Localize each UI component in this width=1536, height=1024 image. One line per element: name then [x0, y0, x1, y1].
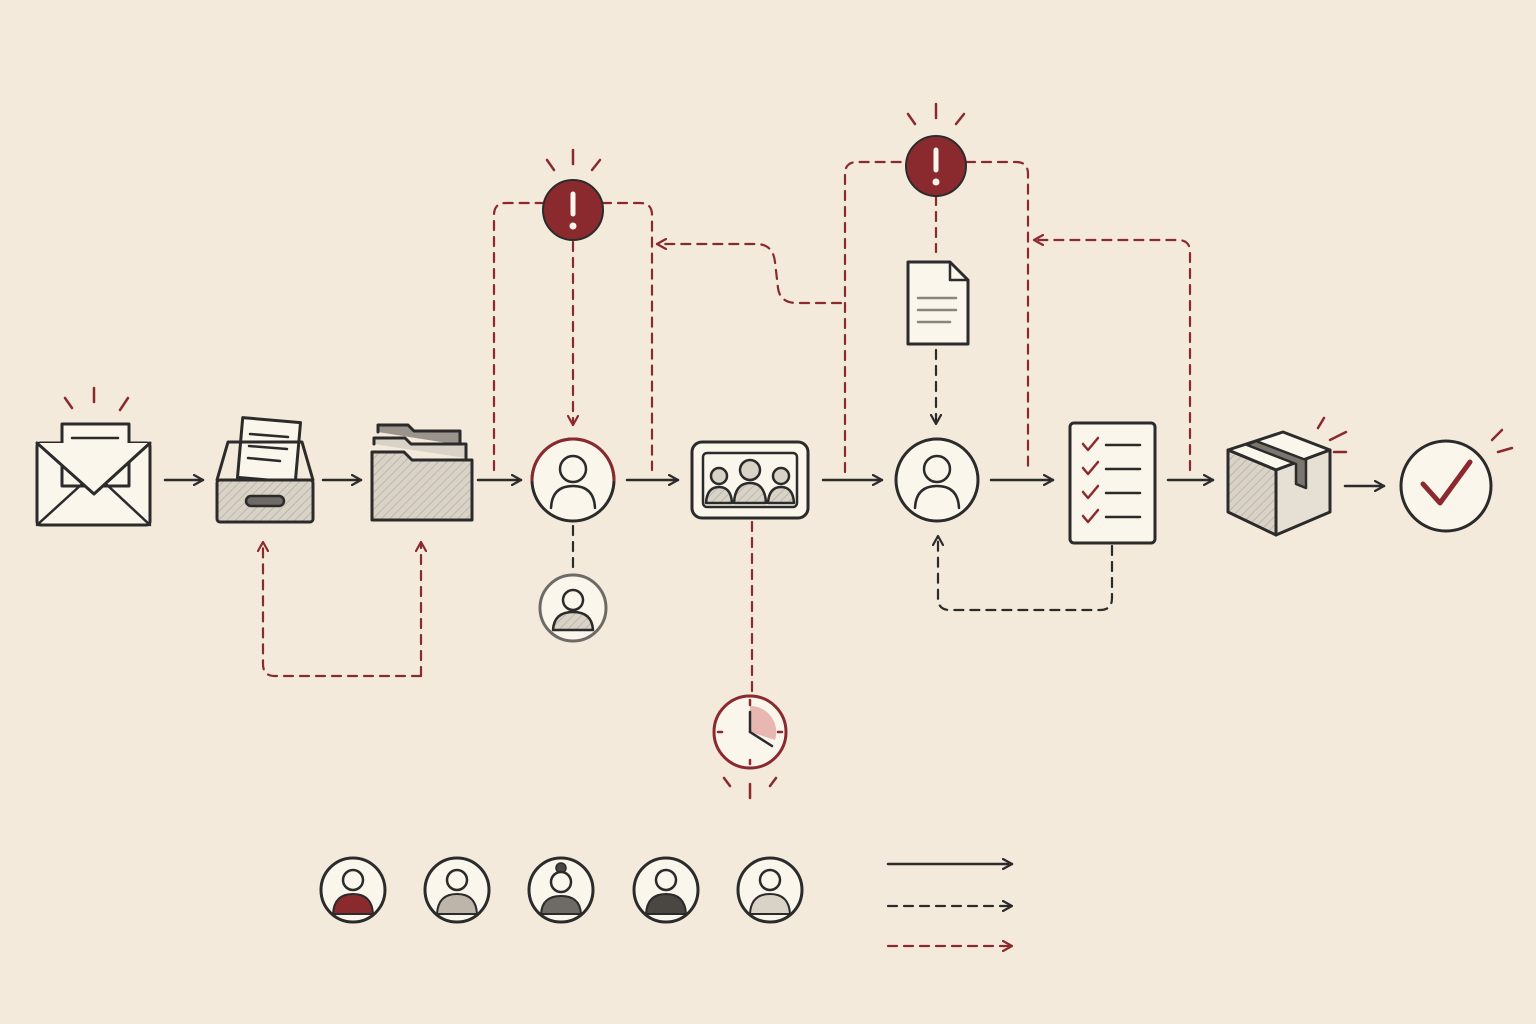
- black-dashed-connectors: [571, 348, 1114, 612]
- alert1-bracket: [492, 201, 544, 472]
- loop-back-alert1: [655, 244, 843, 305]
- checklist-icon: [1068, 421, 1157, 545]
- checkmark-icon: [1399, 428, 1514, 533]
- loop-package-alert2: [1032, 240, 1192, 472]
- reviewer-user-icon: [530, 437, 616, 523]
- user-dark-icon: [632, 856, 700, 924]
- approver-user-icon: [894, 437, 980, 523]
- main-flow-arrows: [163, 480, 1386, 486]
- document-icon: [906, 260, 970, 346]
- envelope-icon: [35, 386, 152, 527]
- user-plain-icon: [736, 856, 804, 924]
- user-light-icon: [423, 856, 491, 924]
- clock-icon: [712, 694, 788, 800]
- inbox-tray-icon: [215, 416, 315, 524]
- user-red-icon: [319, 856, 387, 924]
- alert2-bracket: [843, 160, 906, 474]
- folder-icon: [370, 423, 474, 522]
- user-icon: [538, 573, 608, 643]
- exclamation-icon: [905, 102, 967, 197]
- exclamation-icon: [542, 148, 604, 241]
- feedback-loops: [263, 160, 1192, 696]
- legend-people: [319, 856, 804, 924]
- loop-checklist-approver: [938, 534, 1114, 612]
- group-icon: [690, 440, 810, 520]
- user-bun-icon: [527, 856, 595, 924]
- box-icon: [1226, 416, 1348, 537]
- legend-lines: [886, 864, 1014, 946]
